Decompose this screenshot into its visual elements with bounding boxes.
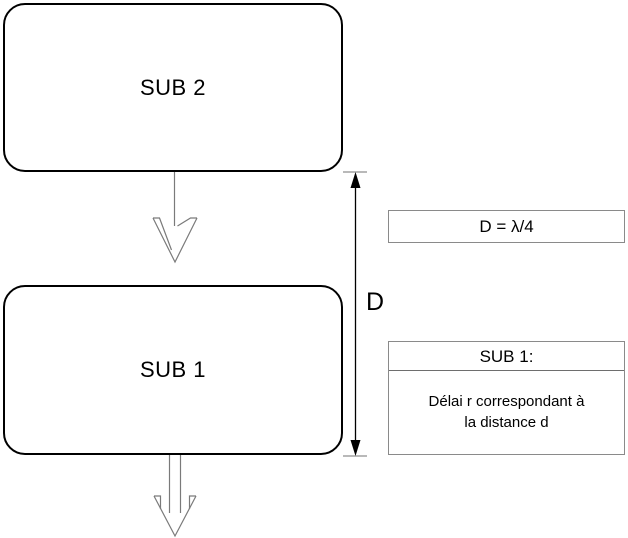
info-box-sub1: SUB 1: Délai r correspondant à la distan… [388,341,625,455]
formula-box: D = λ/4 [388,210,625,243]
block-sub1[interactable]: SUB 1 [3,285,343,455]
info-box-body: Délai r correspondant à la distance d [389,371,624,454]
dimension-label-d: D [366,288,385,316]
formula-text: D = λ/4 [479,217,534,236]
info-box-body-line-2: la distance d [464,413,549,431]
arrow-down-sub2-to-sub1-icon [143,170,207,266]
info-box-header: SUB 1: [389,342,624,371]
dimension-line-d [340,168,374,460]
block-sub2-label: SUB 2 [139,74,207,100]
block-sub1-label: SUB 1 [139,357,207,382]
arrow-down-sub1-output-icon [143,453,207,538]
info-box-body-text: Délai r correspondant à la distance d [429,392,585,433]
info-box-header-text: SUB 1: [479,346,534,366]
block-sub2[interactable]: SUB 2 [3,3,343,172]
info-box-body-line-1: Délai r correspondant à [428,393,585,411]
